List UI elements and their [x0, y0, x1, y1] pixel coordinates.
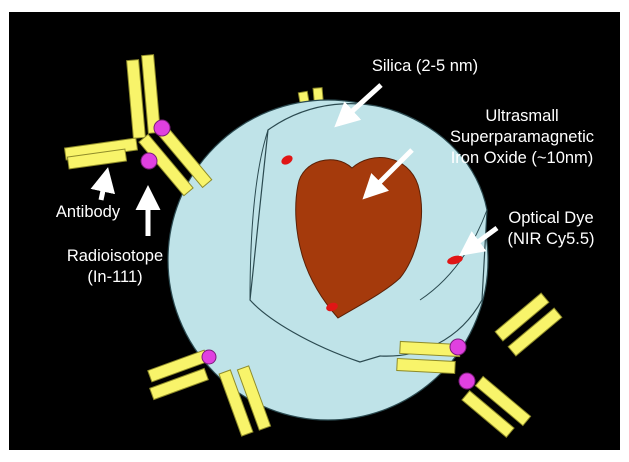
antibody-label: Antibody: [38, 202, 138, 223]
radioisotope-label: Radioisotope (In-111): [50, 246, 180, 288]
radioisotope-label-line2: (In-111): [50, 267, 180, 288]
dye-label: Optical Dye (NIR Cy5.5): [491, 208, 611, 250]
radioisotope-dot: [154, 120, 170, 136]
radioisotope-label-line1: Radioisotope: [50, 246, 180, 267]
radioisotope-dot: [459, 373, 475, 389]
radioisotope-dot: [141, 153, 157, 169]
radioisotope-dot: [202, 350, 216, 364]
silica-label-text: Silica (2-5 nm): [372, 57, 478, 75]
uspio-label: Ultrasmall Superparamagnetic Iron Oxide …: [437, 106, 607, 169]
uspio-label-line3: Iron Oxide (~10nm): [437, 148, 607, 169]
uspio-label-line1: Ultrasmall: [437, 106, 607, 127]
dye-label-line1: Optical Dye: [491, 208, 611, 229]
dye-label-line2: (NIR Cy5.5): [491, 229, 611, 250]
uspio-label-line2: Superparamagnetic: [437, 127, 607, 148]
silica-label: Silica (2-5 nm): [355, 56, 495, 77]
radioisotope-dot: [450, 339, 466, 355]
antibody-label-text: Antibody: [56, 203, 120, 221]
